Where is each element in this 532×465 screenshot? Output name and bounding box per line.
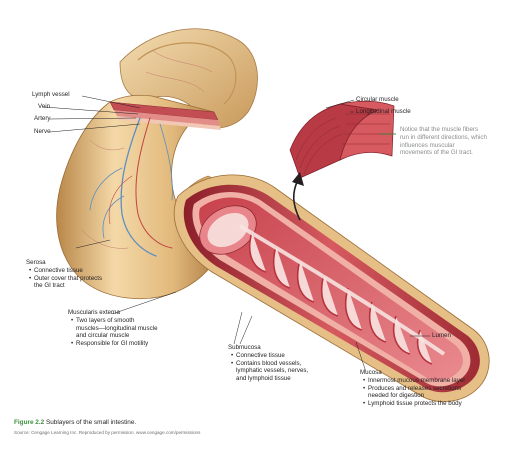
figure-caption: Figure 2.2 Sublayers of the small intest… (14, 419, 136, 426)
muscularis-item: muscles—longitudinal muscle (76, 324, 158, 332)
mucosa-item: Lymphoid tissue protects the body (360, 400, 465, 408)
submucosa-item: and lymphoid tissue (236, 375, 291, 383)
label-circular-muscle: Circular muscle (356, 96, 399, 103)
muscularis-item: Responsible for GI motility (68, 340, 158, 348)
cut-open-tube (173, 174, 490, 402)
zoom-arrow-head (292, 172, 304, 186)
mucosa-title: Mucosa (360, 369, 382, 376)
leader-lines (43, 95, 430, 373)
figure-number: Figure 2.2 (14, 419, 45, 426)
muscle-fiber-note: Notice that the muscle fibers run in dif… (400, 126, 487, 157)
muscularis-title: Muscularis externa (68, 309, 120, 316)
lumen-channel (238, 224, 446, 356)
label-nerve: Nerve (34, 128, 51, 135)
figure-title: Sublayers of the small intestine. (45, 419, 137, 426)
muscularis-item: and circular muscle (76, 332, 130, 340)
vessel-network (81, 117, 173, 257)
mucosa-item: Produces and releases secretions (360, 385, 465, 393)
mucosa-item: Innermost mucous membrane layer (360, 377, 465, 385)
serosa-title: Serosa (26, 259, 46, 266)
label-lymph-vessel: Lymph vessel (32, 91, 70, 98)
submucosa-item: Connective tissue (228, 352, 308, 360)
mucosa-block: Mucosa Innermost mucous membrane layer P… (360, 369, 465, 408)
submucosa-item: lymphatic vessels, nerves, (236, 367, 309, 375)
label-vein: Vein (38, 103, 51, 110)
submucosa-title: Submucosa (228, 344, 261, 351)
submucosa-item: Contains blood vessels, (228, 360, 308, 368)
label-longitudinal-muscle: Longitudinal muscle (356, 108, 411, 115)
muscle-fiber-inset (289, 100, 395, 179)
serosa-item: Connective tissue (26, 267, 102, 275)
label-lumen: Lumen (432, 332, 451, 339)
submucosa-block: Submucosa Connective tissue Contains blo… (228, 344, 308, 383)
serosa-block: Serosa Connective tissue Outer cover tha… (26, 259, 102, 290)
muscularis-block: Muscularis externa Two layers of smooth … (68, 309, 158, 348)
serosa-item: the GI tract (34, 282, 65, 290)
serosa-item: Outer cover that protects (26, 275, 102, 283)
muscularis-item: Two layers of smooth (68, 317, 158, 325)
intestine-upper-loop-fold (137, 42, 237, 105)
label-artery: Artery (34, 115, 51, 122)
figure-source: Source: Cengage Learning Inc. Reproduced… (14, 430, 201, 435)
mucosa-item: needed for digestion (368, 392, 425, 400)
